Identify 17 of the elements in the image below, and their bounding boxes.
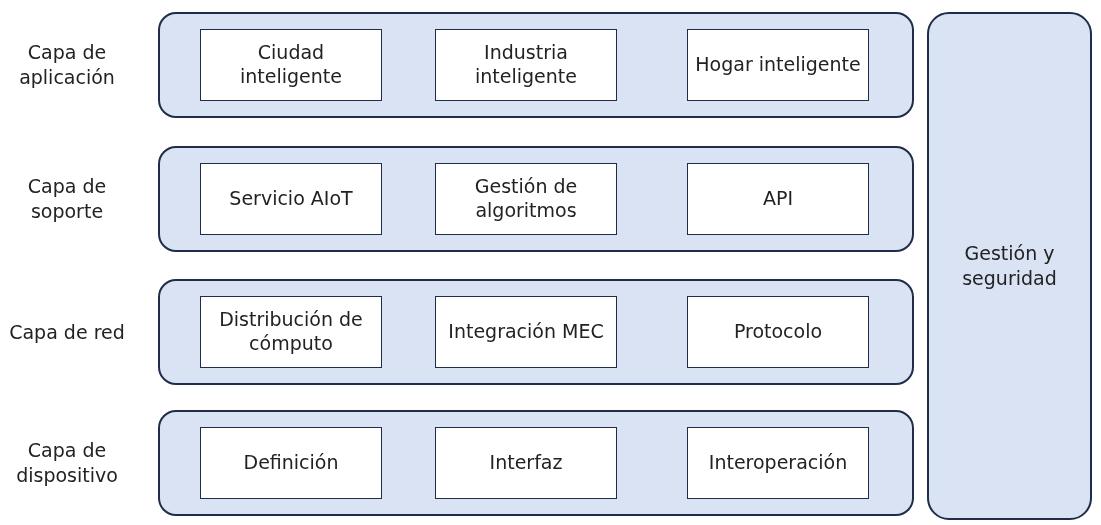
layer-label: Capa de dispositivo [15,438,119,488]
layer-label: Capa de soporte [26,174,108,224]
component-box: Hogar inteligente [687,29,869,101]
component-box: Servicio AIoT [200,163,382,235]
component-box: Ciudad inteligente [200,29,382,101]
cross-layer-panel: Gestión y seguridad [927,12,1092,520]
component-box: API [687,163,869,235]
component-box: Protocolo [687,296,869,368]
component-box: Gestión de algoritmos [435,163,617,235]
component-box: Distribución de cómputo [200,296,382,368]
component-box: Interoperación [687,427,869,499]
component-box: Definición [200,427,382,499]
component-box: Interfaz [435,427,617,499]
component-box: Integración MEC [435,296,617,368]
layer-label: Capa de red [8,319,126,345]
layer-label: Capa de aplicación [18,40,116,90]
component-box: Industria inteligente [435,29,617,101]
